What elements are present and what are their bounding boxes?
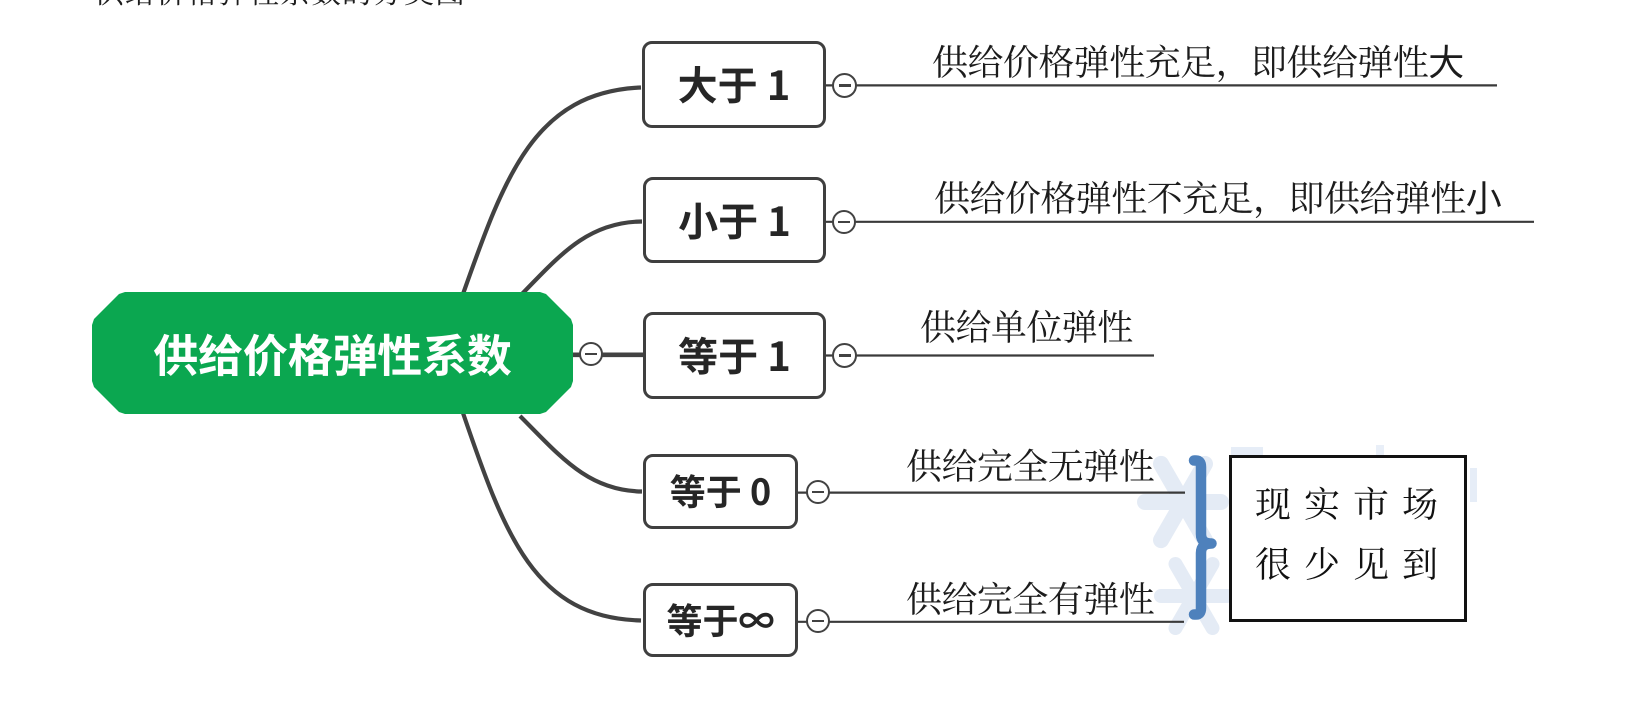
minus-icon bbox=[838, 354, 851, 357]
note-equal-0: 供给完全无弹性 bbox=[906, 439, 1155, 490]
collapse-button-topic2[interactable] bbox=[832, 210, 856, 234]
connector-root-topic1 bbox=[461, 85, 642, 295]
annotation-line-1: 现实市场 bbox=[1255, 477, 1452, 528]
root-topic[interactable]: 供给价格弹性系数 bbox=[92, 292, 573, 414]
connector-root-topic4 bbox=[518, 414, 643, 494]
note-equal-infinity: 供给完全有弹性 bbox=[906, 572, 1155, 623]
topic-label: 小于 1 bbox=[678, 189, 791, 248]
collapse-button-topic5[interactable] bbox=[806, 609, 830, 633]
watermark-shape bbox=[1168, 556, 1220, 636]
annotation-box: 现实市场 很少见到 bbox=[1229, 455, 1467, 622]
topic-label: 大于 1 bbox=[677, 54, 791, 112]
collapse-button-root[interactable] bbox=[579, 342, 603, 366]
minus-icon bbox=[585, 352, 597, 356]
clipped-page-title: 供给价格弹性系数的分类图 bbox=[94, 0, 494, 7]
annotation-line-2: 很少见到 bbox=[1255, 537, 1452, 588]
collapse-button-topic3[interactable] bbox=[832, 343, 857, 368]
minus-icon bbox=[838, 84, 851, 87]
connector-root-topic5 bbox=[461, 412, 642, 623]
collapse-button-topic1[interactable] bbox=[832, 73, 857, 98]
topic-label: 等于 1 bbox=[678, 325, 791, 383]
minus-icon bbox=[812, 490, 824, 494]
topic-equal-0[interactable]: 等于 0 bbox=[643, 454, 798, 529]
note-equal-1: 供给单位弹性 bbox=[920, 300, 1133, 351]
collapse-button-topic4[interactable] bbox=[806, 480, 830, 504]
branch-connectors bbox=[461, 85, 646, 623]
topic-equal-1[interactable]: 等于 1 bbox=[643, 312, 826, 399]
grouping-brace bbox=[1188, 455, 1217, 620]
topic-label: 等于 0 bbox=[669, 464, 772, 516]
watermark-shape bbox=[1231, 447, 1263, 455]
watermark-shape bbox=[1470, 468, 1477, 502]
connector-root-topic2 bbox=[519, 219, 643, 297]
watermark-asterisk bbox=[1154, 556, 1234, 636]
note-lines bbox=[798, 84, 1534, 623]
topic-label: 等于∞ bbox=[666, 592, 775, 645]
watermark-shape bbox=[1376, 445, 1384, 455]
minus-icon bbox=[838, 220, 850, 224]
root-topic-label: 供给价格弹性系数 bbox=[153, 319, 512, 385]
topic-greater-than-1[interactable]: 大于 1 bbox=[642, 41, 826, 128]
topic-less-than-1[interactable]: 小于 1 bbox=[643, 177, 826, 263]
minus-icon bbox=[812, 619, 824, 623]
topic-equal-infinity[interactable]: 等于∞ bbox=[643, 583, 798, 657]
note-greater-than-1: 供给价格弹性充足，即供给弹性大 bbox=[932, 35, 1464, 86]
note-less-than-1: 供给价格弹性不充足，即供给弹性小 bbox=[934, 171, 1502, 222]
